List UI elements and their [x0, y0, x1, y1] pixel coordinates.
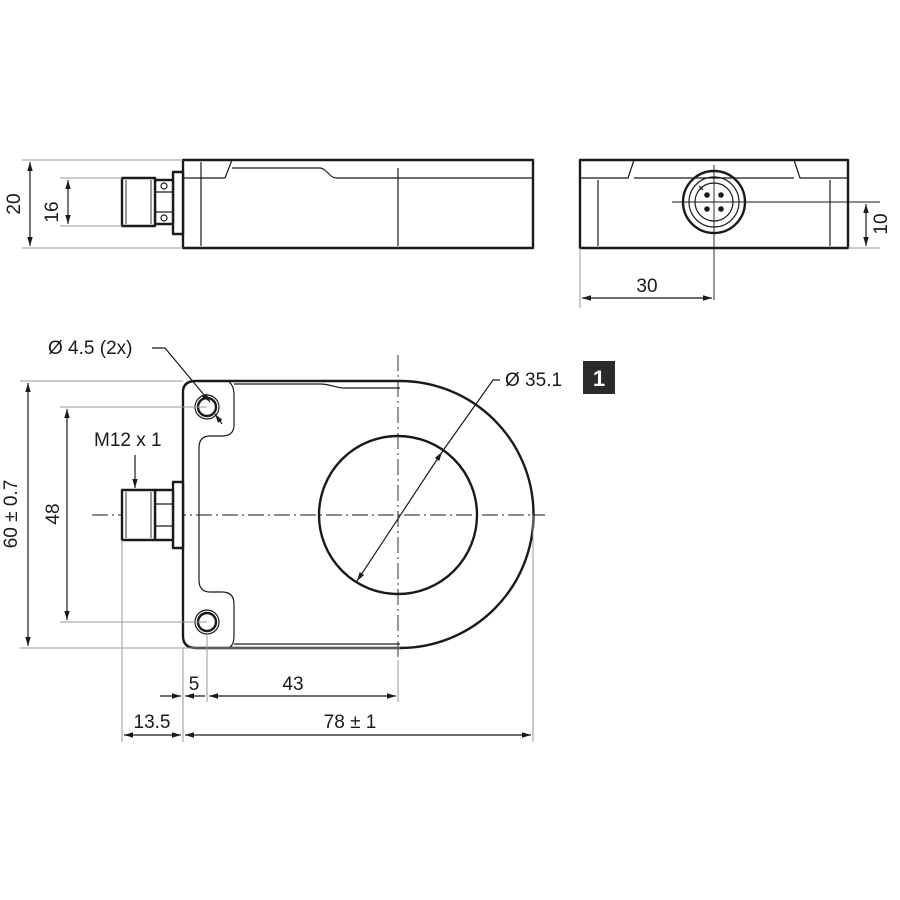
side-view-housing [181, 158, 535, 250]
top-view-outline [181, 379, 535, 650]
connector-pin [704, 206, 710, 212]
dim-front-connector-height: 10 [871, 213, 892, 234]
label-bore-diameter: Ø 35.1 [505, 370, 562, 391]
top-view-connector-nut [153, 488, 175, 542]
side-view-connector-thread [120, 176, 157, 228]
dim-overall-length: 78 ± 1 [324, 712, 377, 733]
side-view-connector-flange [171, 170, 185, 236]
label-mount-hole: Ø 4.5 (2x) [48, 338, 132, 359]
dim-side-height-inner: 16 [42, 201, 63, 222]
dim-offset-5: 5 [189, 674, 200, 695]
top-view: Ø 4.5 (2x) M12 x 1 Ø 35.1 1 60 ± 0.7 48 … [1, 338, 615, 742]
dim-center-distance: 43 [282, 674, 303, 695]
leader-bore [441, 379, 500, 453]
side-view-pin [160, 214, 168, 222]
front-view-step-right [793, 159, 848, 179]
side-view: 20 16 [4, 158, 535, 250]
side-view-pin [160, 182, 168, 190]
side-view-top-contour [232, 167, 533, 179]
label-connector-thread: M12 x 1 [94, 430, 162, 451]
callout-badge [583, 361, 615, 394]
dim-line-bore [356, 451, 443, 582]
callout-badge-number: 1 [593, 366, 605, 391]
dim-front-width: 30 [636, 276, 657, 297]
leader-mount-hole-inner [214, 413, 223, 425]
side-view-connector-nut [153, 178, 175, 226]
leader-mount-hole [152, 347, 211, 403]
connector-pin [704, 192, 710, 198]
connector-pin [718, 192, 724, 198]
dim-overall-height: 60 ± 0.7 [1, 480, 22, 549]
connector-key-mark [698, 185, 704, 191]
top-view-connector-thread [120, 488, 157, 542]
dim-hole-spacing: 48 [43, 503, 64, 524]
top-view-inner-contour [196, 380, 235, 649]
front-view-step-left [580, 159, 635, 179]
top-view-top-edge [234, 383, 400, 389]
front-view: 10 30 [578, 158, 892, 308]
dim-connector-length: 13.5 [134, 712, 171, 733]
dim-side-height-total: 20 [4, 193, 25, 214]
connector-pin [718, 206, 724, 212]
side-view-chamfer [224, 159, 233, 179]
top-view-connector-flange [171, 480, 185, 550]
